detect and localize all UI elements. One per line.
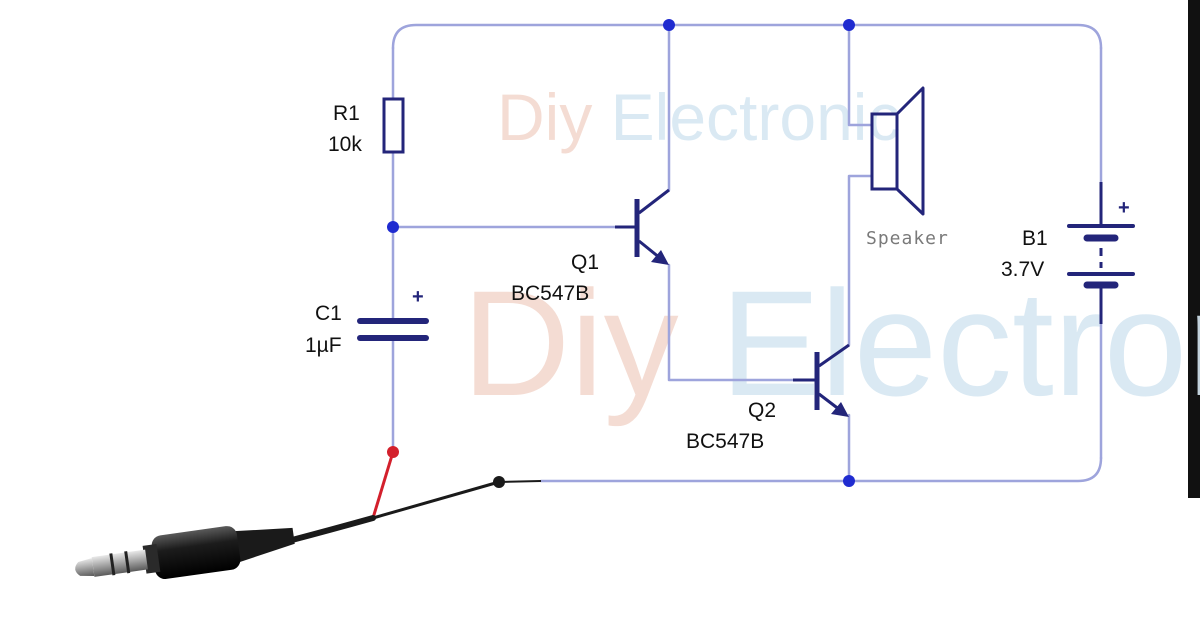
plug-ring-insulator-1 [109,553,116,576]
resistor-r1: R1 10k [328,97,405,156]
watermark-top: Diy Electronic [497,80,900,154]
plug-housing [151,526,241,580]
c1-ref-label: C1 [315,302,342,325]
speaker-top-wire [847,23,874,127]
watermark-center: Diy Electronic [462,259,1200,427]
resistor-r1-body [382,97,405,154]
battery-b1: + B1 3.7V [1001,182,1135,324]
watermark-text-top: Diy Electronic [497,80,900,154]
plug-ring-insulator-2 [124,551,131,574]
plug-sleeve [91,549,148,577]
junction-dot [663,19,675,31]
q1-emitter-arrow [651,250,669,265]
q1-emitter-lead [638,239,661,260]
junction-dot [843,19,855,31]
q2-emitter-lead [818,392,841,412]
q1-ref-label: Q1 [571,251,599,274]
q1-emitter-q2-base-wire [667,263,795,382]
speaker-cone-icon [895,86,925,216]
ground-wire-connection-dot [493,476,505,488]
watermark-word: Diy [497,80,592,154]
r1-ref-label: R1 [333,102,360,125]
junctions [387,19,855,487]
ground-lead [498,480,542,483]
q2-collector-lead [818,343,850,368]
transistor-q1: Q1 BC547B [511,188,670,305]
audio-cable [289,515,376,543]
capacitor-c1: + C1 1µF [305,286,429,357]
q1-collector-lead [638,188,670,215]
speaker-bottom-wire [847,174,874,347]
junction-dot [843,475,855,487]
b1-value-label: 3.7V [1001,258,1044,281]
b1-ref-label: B1 [1022,227,1048,250]
watermark-text-center: Diy Electronic [462,259,1200,427]
audio-plug-icon [75,526,295,580]
transistor-q2: Q2 BC547B [686,343,850,453]
c1-value-label: 1µF [305,334,342,357]
plug-strain-relief [232,527,295,563]
battery-plus-sign: + [1118,197,1130,219]
junction-dot [387,221,399,233]
black-ground-wire [372,480,500,520]
plug-tip [75,558,95,576]
watermark-word: Diy [462,259,679,427]
red-wire-connection-dot [387,446,399,458]
r1-value-label: 10k [328,133,362,156]
audio-jack-3.5mm-icon [75,446,542,580]
right-edge-border [1188,0,1200,498]
c1-plus-sign: + [412,286,424,308]
wires [391,23,1103,483]
speaker: Speaker [866,86,949,249]
bottom-rail-wire [539,456,1103,483]
q2-part-label: BC547B [686,430,764,453]
q2-ref-label: Q2 [748,399,776,422]
speaker-label: Speaker [866,228,949,249]
watermark-word: Electronic [592,80,900,154]
q2-emitter-arrow [831,402,849,417]
top-rail-wire [391,23,1103,50]
q1-part-label: BC547B [511,282,589,305]
red-signal-wire [371,451,395,519]
